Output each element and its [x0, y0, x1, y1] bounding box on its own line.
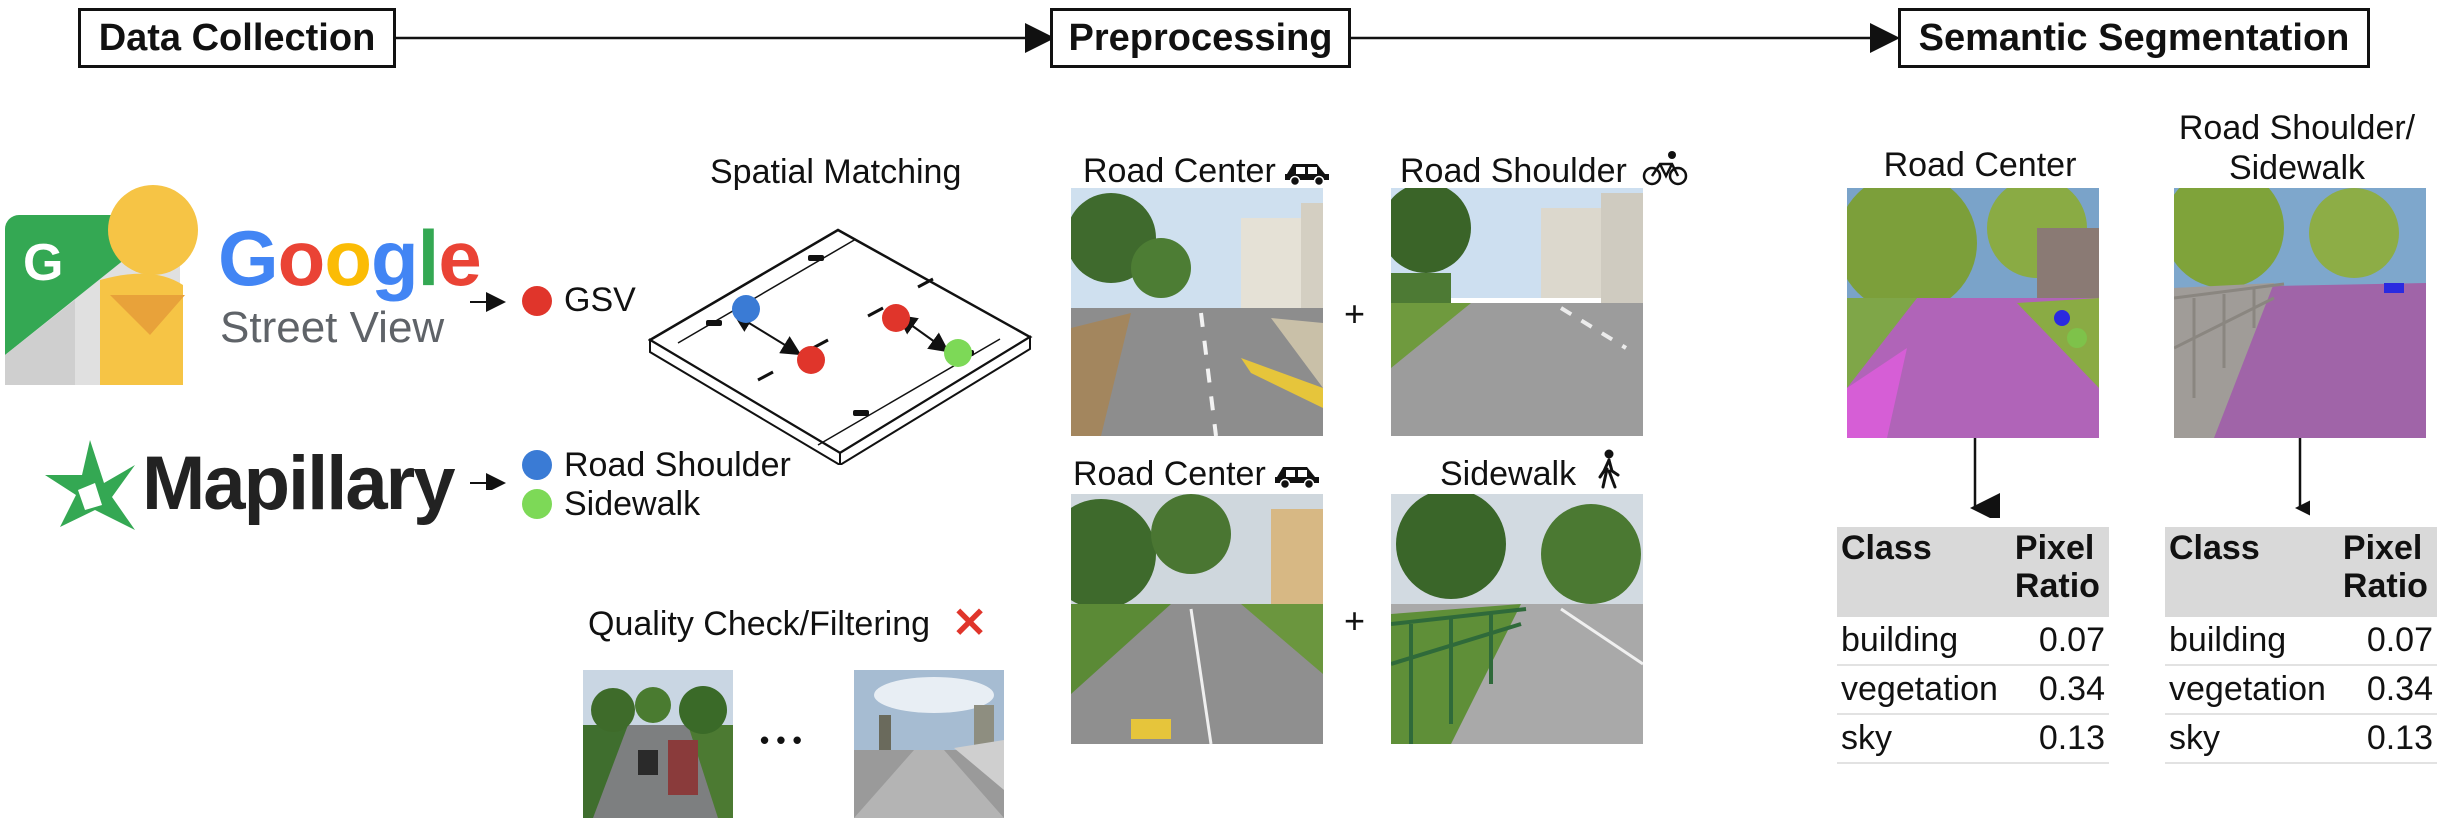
stage-semantic-segmentation: Semantic Segmentation	[1898, 8, 2370, 68]
quality-check-title: Quality Check/Filtering	[588, 605, 931, 643]
svg-text:G: G	[23, 234, 63, 292]
car-icon	[1275, 467, 1319, 489]
mapillary-logo-icon	[45, 440, 135, 530]
column-header-class: Class	[1837, 527, 2011, 617]
plus-sign-1: +	[1344, 293, 1366, 334]
road-shoulder-label: Road Shoulder	[564, 446, 791, 484]
column-header-class: Class	[2165, 527, 2339, 617]
ellipsis: • • •	[760, 725, 802, 755]
stage-preprocessing: Preprocessing	[1050, 8, 1351, 68]
pipeline-arrows	[385, 23, 1900, 53]
seg-title-road-shoulder-sidewalk: Road Shoulder/ Sidewalk	[2178, 109, 2416, 187]
preprocess-photo-sidewalk	[1391, 494, 1643, 744]
segmentation-image-road-shoulder	[2174, 188, 2426, 438]
car-icon	[1285, 164, 1329, 186]
segmentation-down-arrows	[1970, 438, 2310, 518]
plus-sign-2: +	[1344, 600, 1366, 641]
segmentation-image-road-center	[1847, 188, 2099, 438]
seg-title-road-center: Road Center	[1883, 146, 2077, 184]
preprocess-photo-road-shoulder	[1391, 188, 1643, 436]
street-view-text: Street View	[220, 303, 445, 352]
preprocess-photo-road-center-2	[1071, 494, 1323, 744]
stage-data-collection: Data Collection	[78, 8, 396, 68]
gsv-label: GSV	[564, 281, 636, 319]
label-road-center-1: Road Center	[1083, 152, 1276, 190]
legend-arrows	[470, 292, 506, 490]
sidewalk-label: Sidewalk	[564, 485, 701, 523]
mapillary-logo-text: Mapillary	[142, 441, 455, 526]
spatial-matching-title: Spatial Matching	[710, 153, 962, 191]
preprocess-photo-road-center-1	[1071, 188, 1323, 436]
google-logo-text: Google	[218, 214, 482, 302]
label-road-center-2: Road Center	[1073, 455, 1266, 493]
street-view-logo-icon: G	[5, 185, 198, 385]
reject-cross-icon: ✕	[952, 599, 988, 646]
bicycle-icon	[1642, 151, 1688, 186]
sidewalk-dot	[522, 489, 552, 519]
label-sidewalk: Sidewalk	[1440, 455, 1577, 493]
gsv-dot	[522, 286, 552, 316]
filtered-photo-2	[854, 670, 1004, 818]
filtered-photo-1	[583, 670, 733, 818]
spatial-matching-diagram	[648, 228, 1033, 465]
pedestrian-icon	[1598, 449, 1620, 489]
road-shoulder-dot	[522, 450, 552, 480]
label-road-shoulder: Road Shoulder	[1400, 152, 1627, 190]
